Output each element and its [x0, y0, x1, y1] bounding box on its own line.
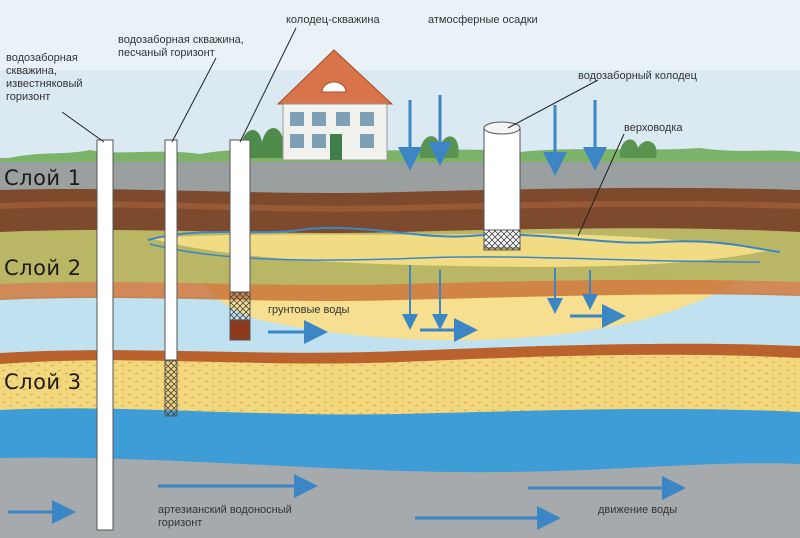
label-groundwater: грунтовые воды [268, 304, 349, 317]
topsoil-layer [0, 158, 800, 193]
layer-2-label: Слой 2 [4, 256, 82, 280]
well-sand [165, 140, 177, 416]
label-artesian: артезианский водоносный горизонт [158, 504, 292, 530]
label-water-flow: движение воды [598, 504, 677, 517]
well-limestone [97, 140, 113, 530]
intake-well [484, 122, 520, 250]
layer-1-label: Слой 1 [4, 166, 82, 190]
label-perched-water: верховодка [624, 122, 683, 135]
label-well-limestone: водозаборная скважина, известняковый гор… [6, 52, 83, 104]
label-well-shaft: колодец-скважина [286, 14, 380, 27]
well-shaft [230, 140, 250, 340]
label-well-sand: водозаборная скважина, песчаный горизонт [118, 34, 244, 60]
label-intake-well: водозаборный колодец [578, 70, 697, 83]
layer-3-label: Слой 3 [4, 370, 82, 394]
label-precipitation: атмосферные осадки [428, 14, 538, 27]
